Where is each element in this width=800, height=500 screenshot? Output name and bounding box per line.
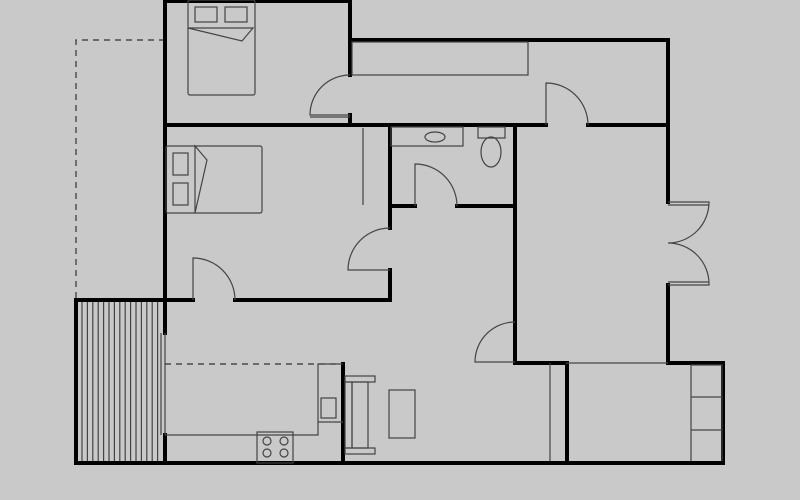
deck [74,298,725,465]
bathroom [388,123,569,465]
bed-icon [165,144,263,214]
door-icon[interactable] [192,257,236,301]
living-room [344,375,416,455]
toilet-icon [480,136,502,168]
hallway [163,38,725,465]
door-icon[interactable] [474,321,516,363]
toilet-tank [477,126,506,139]
coffee-table [388,389,416,439]
stove-icon [256,431,294,464]
sofa-icon [344,375,376,455]
bedroom-middle [163,123,392,302]
deck-planks [81,302,159,461]
door-icon[interactable] [414,163,458,207]
bed-icon [187,0,256,96]
sink-counter [390,126,464,147]
storage [549,362,723,463]
sink-icon [424,131,446,143]
double-door-icon[interactable] [667,201,710,286]
outdoor-dashed-outline [75,39,165,300]
right-room [474,201,710,363]
door-icon[interactable] [347,227,391,271]
door-icon[interactable] [309,74,351,118]
closet [351,41,529,76]
window [160,333,166,435]
door-icon[interactable] [545,82,589,126]
kitchen [165,362,345,465]
sink-icon [320,397,337,419]
